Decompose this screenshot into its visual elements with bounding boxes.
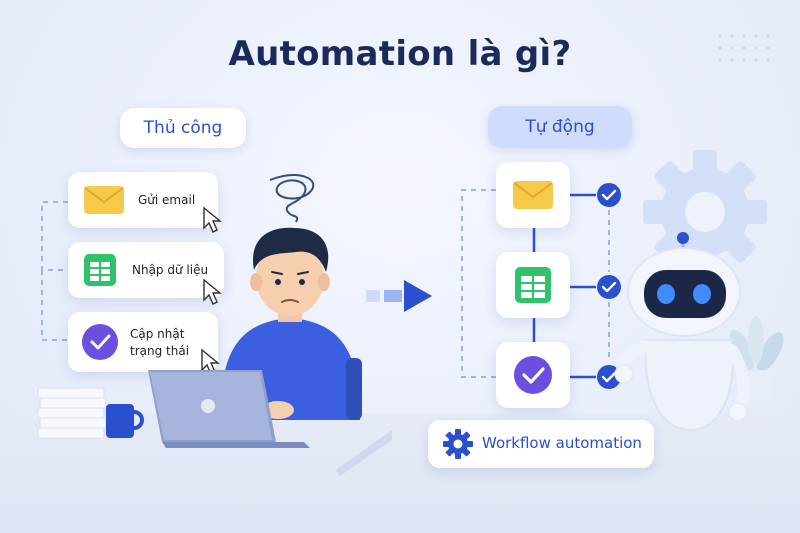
envelope-icon <box>84 186 124 214</box>
auto-step-card-data <box>496 252 570 318</box>
robot-body <box>644 339 734 432</box>
status-check-icon <box>597 275 621 299</box>
spreadsheet-icon <box>515 267 551 303</box>
person-hair <box>253 227 329 272</box>
cursor-icon <box>203 278 222 305</box>
manual-dashed-connector <box>41 201 68 341</box>
spreadsheet-icon <box>84 254 116 286</box>
auto-step-card-email <box>496 162 570 228</box>
stress-scribble-icon <box>269 174 315 223</box>
laptop-icon <box>148 370 310 448</box>
checkmark-icon <box>82 324 118 360</box>
gear-icon <box>443 429 473 459</box>
envelope-icon <box>513 181 553 209</box>
task-label-line: Cập nhật <box>130 327 185 341</box>
manual-section-label: Thủ công <box>120 108 246 148</box>
paper-stack-icon <box>37 387 107 439</box>
task-label-line: trạng thái <box>130 344 190 358</box>
task-label: Gửi email <box>138 193 196 207</box>
manual-task-card-data: Nhập dữ liệu <box>68 242 224 298</box>
page-title: Automation là gì? <box>228 34 572 74</box>
auto-section-label: Tự động <box>488 106 632 148</box>
mug-icon <box>106 404 144 438</box>
transition-arrow-icon <box>366 280 432 312</box>
cursor-icon <box>203 206 222 233</box>
auto-step-card-status <box>496 342 570 408</box>
workflow-automation-label: Workflow automation <box>482 434 642 452</box>
task-label: Cập nhật trạng thái <box>130 326 189 360</box>
manual-task-card-email: Gửi email <box>68 172 218 228</box>
robot-antenna <box>677 232 689 244</box>
status-check-icon <box>597 183 621 207</box>
manual-task-card-status: Cập nhật trạng thái <box>68 312 218 372</box>
task-label: Nhập dữ liệu <box>132 263 209 277</box>
checkmark-icon <box>514 356 552 394</box>
person-head <box>256 240 324 316</box>
dot-grid <box>718 34 770 62</box>
